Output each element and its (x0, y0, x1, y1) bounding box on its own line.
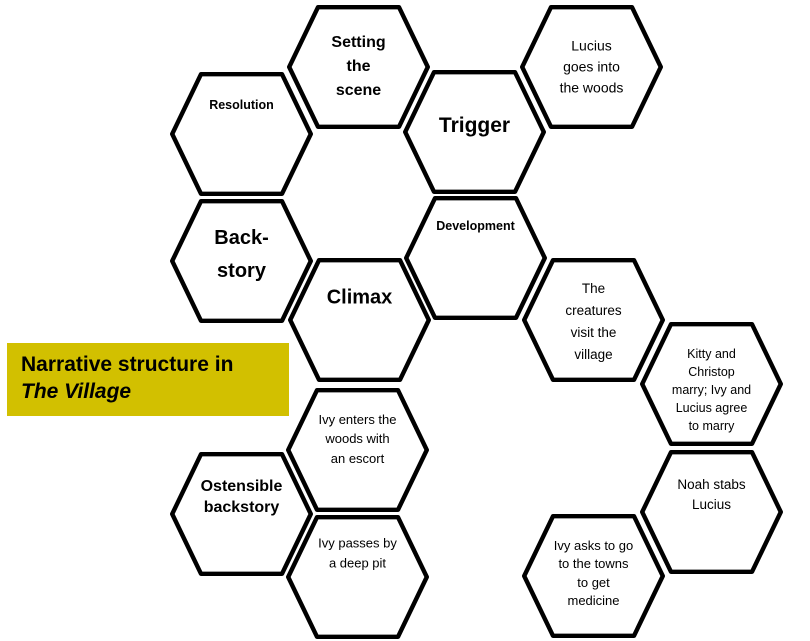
hexagon-shape (404, 196, 548, 321)
hex-label: Noah stabs Lucius (677, 476, 746, 512)
hex-setting-the-scene: Setting the scene (287, 5, 431, 130)
hexagon-shape (170, 452, 314, 577)
hexagon-shape (286, 388, 430, 513)
hex-label: Lucius goes into the woods (559, 37, 624, 96)
hex-label: Setting the scene (331, 34, 386, 99)
hexagon-shape (170, 72, 314, 197)
hex-development: Development (404, 196, 548, 321)
hex-ivy-enters-woods: Ivy enters the woods with an escort (286, 388, 430, 513)
diagram-title-line1: Narrative structure in (21, 353, 234, 376)
hex-label: Ivy asks to go to the towns to get medic… (553, 537, 634, 609)
diagram-title-line2: The Village (21, 380, 132, 403)
hex-label: Climax (326, 286, 393, 309)
hex-label: Kitty and Christop marry; Ivy and Lucius… (671, 347, 752, 434)
hex-label: Development (436, 218, 515, 233)
hexagon-shape (287, 5, 431, 130)
hex-label: Ivy enters the woods with an escort (318, 411, 397, 466)
hexagon-shape (170, 199, 314, 324)
hexagon-shape (522, 258, 666, 383)
hex-label: Trigger (438, 113, 511, 137)
hex-kitty-christop-marry: Kitty and Christop marry; Ivy and Lucius… (640, 322, 784, 447)
hex-ivy-asks-for-medicine: Ivy asks to go to the towns to get medic… (522, 514, 666, 639)
hexagon-shape (403, 70, 547, 195)
hex-label: Back- story (214, 226, 269, 282)
hex-creatures-visit-village: The creatures visit the village (522, 258, 666, 383)
hex-label: Resolution (209, 98, 274, 113)
hex-label: Ostensible backstory (200, 477, 283, 516)
hexagon-shape (520, 5, 664, 130)
hexagon-shape (522, 514, 666, 639)
hex-ivy-passes-deep-pit: Ivy passes by a deep pit (286, 515, 430, 640)
hex-label: The creatures visit the village (565, 281, 622, 363)
hex-trigger: Trigger (403, 70, 547, 195)
hex-ostensible-backstory: Ostensible backstory (170, 452, 314, 577)
diagram-title: Narrative structure in The Village (7, 343, 289, 416)
hex-noah-stabs-lucius: Noah stabs Lucius (640, 450, 784, 575)
hexagon-shape (286, 515, 430, 640)
hex-label: Ivy passes by a deep pit (318, 535, 397, 571)
hex-resolution: Resolution (170, 72, 314, 197)
hex-lucius-goes-into-woods: Lucius goes into the woods (520, 5, 664, 130)
hexagon-shape (640, 450, 784, 575)
hex-back-story: Back- story (170, 199, 314, 324)
hex-climax: Climax (288, 258, 432, 383)
hexagon-shape (640, 322, 784, 447)
hexagon-shape (288, 258, 432, 383)
